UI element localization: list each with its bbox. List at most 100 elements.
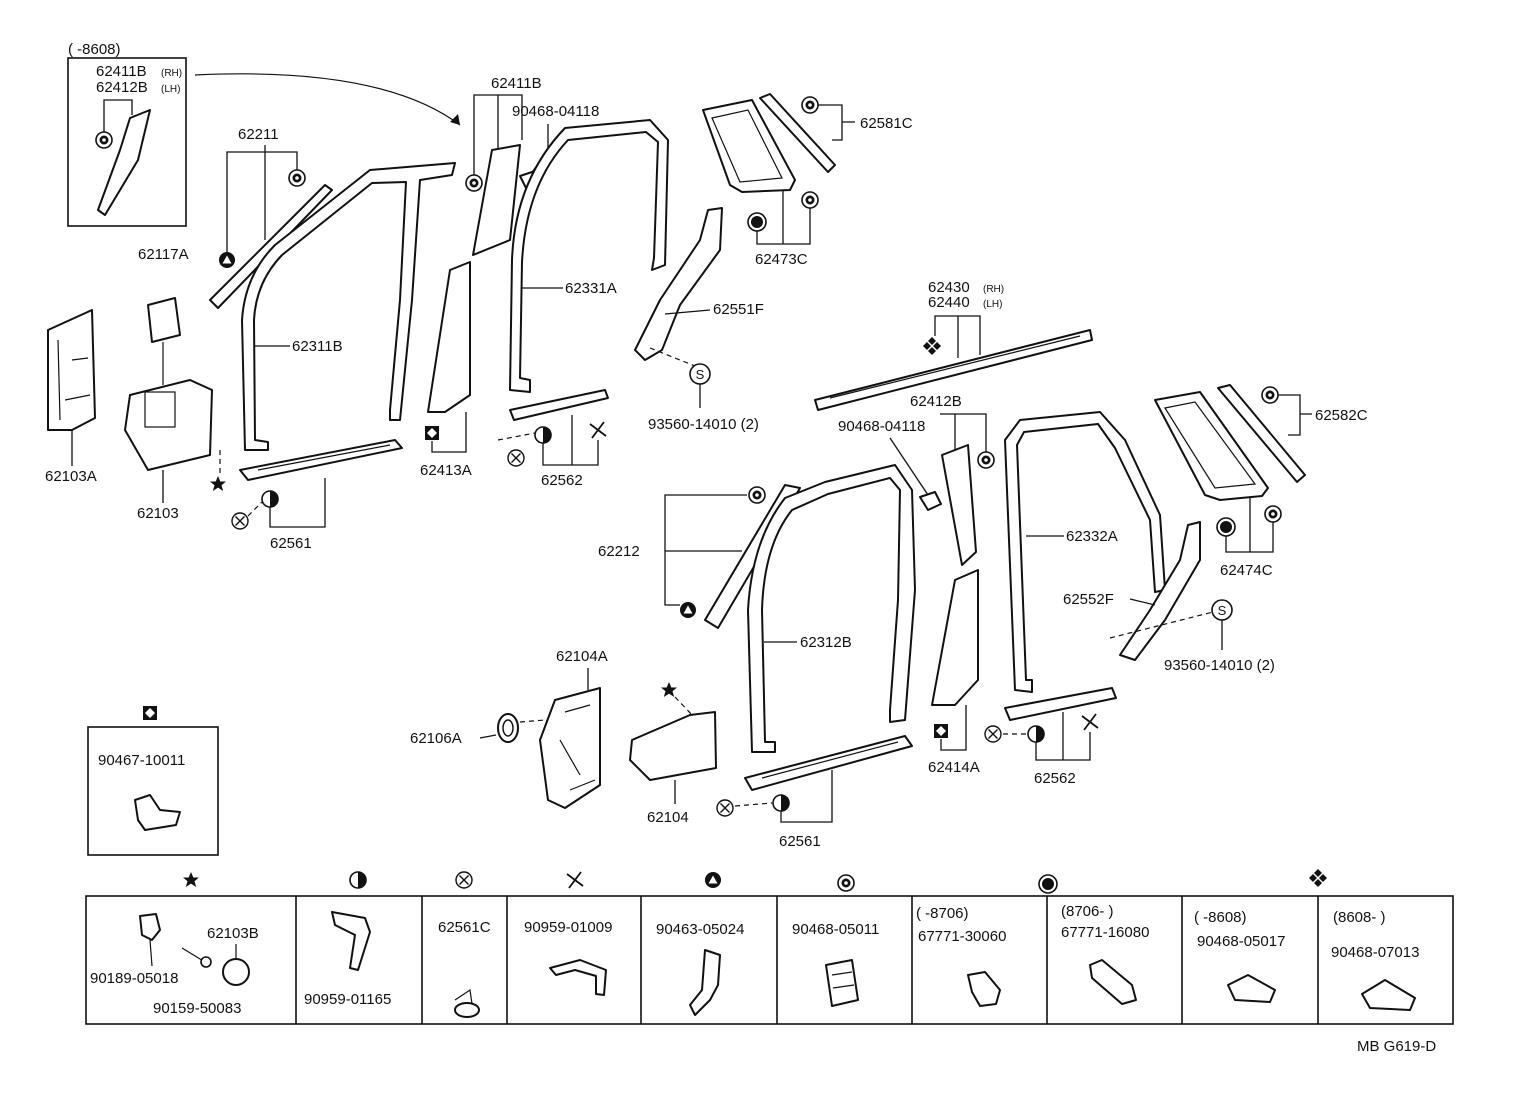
legend-90159-50083: 90159-50083: [153, 1000, 241, 1017]
legend-pin-67771-30060: [967, 971, 1001, 1007]
legend-67771-16080: 67771-16080: [1061, 924, 1149, 941]
callout-62561-front: 62561: [270, 535, 312, 552]
callout-62311B: 62311B: [292, 338, 343, 355]
clip-box-frame: [87, 726, 219, 856]
legend-clip-62561C: [454, 1002, 480, 1018]
inset-part-a-side: (RH): [161, 68, 182, 79]
callout-62117A: 62117A: [138, 246, 189, 263]
callout-93560-rear: 93560-14010 (2): [1164, 657, 1275, 674]
inset-part-a: 62411B: [96, 63, 147, 80]
legend-90463-05024: 90463-05024: [656, 921, 744, 938]
legend-clip-90189: [139, 913, 161, 941]
quad-diamond-symbol: [923, 337, 941, 355]
callout-62582C: 62582C: [1315, 407, 1368, 424]
legend-90959-01165: 90959-01165: [304, 991, 391, 1008]
callout-62552F: 62552F: [1063, 591, 1114, 608]
legend-range-8608-end: ( -8608): [1194, 909, 1247, 926]
ring-dot-symbol: [95, 131, 113, 149]
legend-table: 62103B 90189-05018 90159-50083 90959-011…: [85, 869, 1454, 1025]
inset-arrow: [194, 73, 461, 126]
part-62311B-weatherstrip: [241, 162, 456, 451]
diamond-symbol: [425, 426, 439, 440]
callout-62104: 62104: [647, 809, 689, 826]
callout-62440: 62440: [928, 294, 970, 311]
part-62331A-weatherstrip: [509, 119, 669, 393]
callout-62562-front: 62562: [541, 472, 583, 489]
part-62103-bracket: [124, 379, 213, 471]
callout-62430-side: (RH): [983, 284, 1004, 295]
callout-62581C: 62581C: [860, 115, 913, 132]
rear-door-group: 62430 (RH) 62440 (LH) 62412B 90468-04118…: [410, 279, 1436, 1055]
part-quarter-window-rear: [1154, 391, 1269, 501]
callout-93560-front: 93560-14010 (2): [648, 416, 759, 433]
filled-dot-symbol: [747, 212, 767, 232]
legend-67771-30060: 67771-30060: [918, 928, 1006, 945]
legend-clip-90463-05024: [689, 949, 721, 1016]
legend-pin-67771-16080: [1089, 959, 1137, 1005]
part-62582C-molding: [1217, 384, 1306, 483]
callout-62412B: 62412B: [910, 393, 962, 410]
part-62413A-pillar-lower: [427, 261, 471, 413]
part-62412B-pillar: [941, 444, 977, 566]
part-62414A-pillar-lower: [931, 569, 979, 706]
triangle-symbol: [219, 252, 235, 268]
callout-62312B: 62312B: [800, 634, 852, 651]
part-62411B-pillar: [472, 144, 521, 256]
legend-clip-90468-05017: [1227, 974, 1276, 1003]
pinwheel-symbol: [589, 421, 607, 439]
legend-62103B: 62103B: [207, 925, 259, 942]
legend-range-8608-start: (8608- ): [1333, 909, 1386, 926]
part-62104A-panel: [539, 687, 601, 809]
legend-bracket-90959-01009: [549, 959, 607, 996]
part-62562-rear-scuff: [1004, 687, 1117, 721]
callout-62103: 62103: [137, 505, 179, 522]
callout-62551F: 62551F: [713, 301, 764, 318]
drawing-code: MB G619-D: [1357, 1038, 1436, 1055]
legend-range-8706-end: ( -8706): [916, 905, 969, 922]
callout-62473C: 62473C: [755, 251, 808, 268]
front-door-group: 62211 62311B 62117A 62103A 62103 62561: [45, 75, 913, 552]
clip-box: 90467-10011: [87, 706, 219, 856]
part-62552F-garnish: [1119, 521, 1201, 661]
legend-90468-05011: 90468-05011: [792, 921, 879, 938]
callout-62474C: 62474C: [1220, 562, 1273, 579]
star-symbol: [210, 476, 226, 491]
legend-clip-90468-05011: [825, 959, 859, 1007]
inset-top-left: ( -8608) 62411B (RH) 62412B (LH): [67, 41, 461, 227]
callout-62411B: 62411B: [491, 75, 542, 92]
callout-62106A: 62106A: [410, 730, 462, 747]
legend-90189-05018: 90189-05018: [90, 970, 178, 987]
callout-62562-rear: 62562: [1034, 770, 1076, 787]
screw-symbol: [689, 363, 711, 385]
legend-clip-90468-07013: [1361, 979, 1416, 1011]
clip-box-part: 90467-10011: [98, 752, 185, 769]
part-62581C-molding: [759, 93, 836, 173]
part-62332A-weatherstrip: [1004, 411, 1166, 693]
part-62211-molding: [209, 184, 333, 309]
legend-62561C: 62561C: [438, 919, 491, 936]
legend-bracket-90959-01165: [331, 911, 371, 971]
callout-62211: 62211: [238, 126, 279, 143]
callout-62212: 62212: [598, 543, 640, 560]
part-62104-bracket: [629, 711, 717, 781]
callout-62561-rear: 62561: [779, 833, 821, 850]
legend-frame: [85, 895, 1454, 1025]
part-62551F-garnish: [634, 207, 723, 361]
clip-90467-10011: [134, 794, 181, 831]
part-62312B-weatherstrip: [747, 464, 916, 753]
callout-62103A: 62103A: [45, 468, 97, 485]
legend-range-8706-start: (8706- ): [1061, 903, 1114, 920]
callout-62413A: 62413A: [420, 462, 472, 479]
part-quarter-window-front: [702, 99, 796, 193]
callout-90468-04118-rear: 90468-04118: [838, 418, 925, 435]
legend-cap-62103B: [222, 958, 250, 986]
legend-90468-07013: 90468-07013: [1331, 944, 1419, 961]
inset-part-b: 62412B: [96, 79, 148, 96]
part-62106A-grommet: [497, 713, 519, 743]
part-62562-scuff: [509, 389, 609, 421]
legend-90468-05017: 90468-05017: [1197, 933, 1285, 950]
callout-62440-side: (LH): [983, 299, 1002, 310]
callout-62414A: 62414A: [928, 759, 980, 776]
